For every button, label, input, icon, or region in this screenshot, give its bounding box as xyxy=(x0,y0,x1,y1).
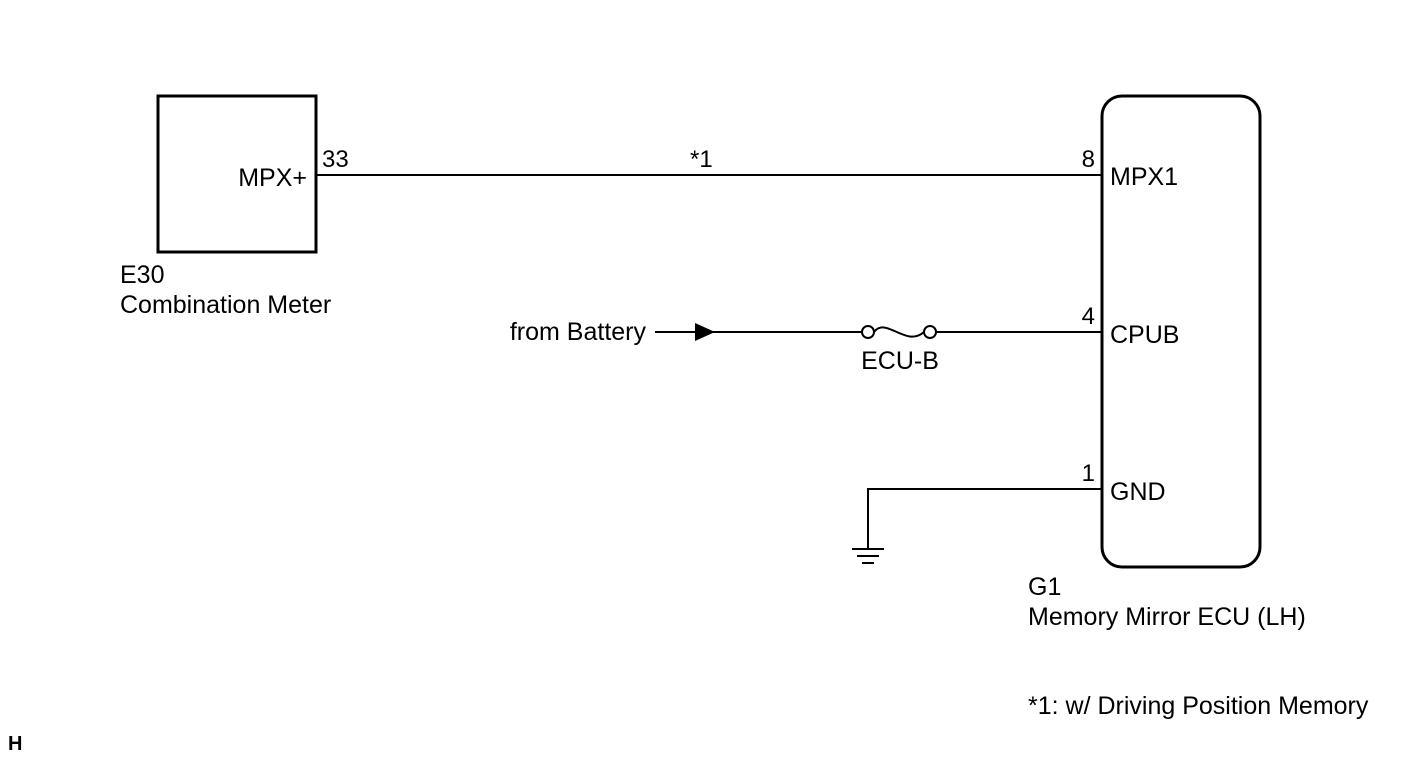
mpx-wire: *1 xyxy=(316,146,1102,176)
meter-name: Combination Meter xyxy=(120,291,331,319)
ecu-pin-cpub: 4 xyxy=(1082,303,1095,330)
corner-mark: H xyxy=(8,733,22,755)
ground-icon xyxy=(852,548,884,564)
wire-note: *1 xyxy=(690,146,713,173)
meter-code: E30 xyxy=(120,261,164,289)
ecu-pin-gnd: 1 xyxy=(1082,460,1095,487)
combination-meter: MPX+ 33 E30 Combination Meter xyxy=(120,94,349,319)
fuse-icon xyxy=(861,325,937,339)
ecu-terminal-gnd: GND xyxy=(1110,478,1166,506)
battery-circuit: from Battery ECU-B xyxy=(510,318,1102,375)
meter-terminal-label: MPX+ xyxy=(238,164,307,192)
ground-wire xyxy=(867,488,1102,548)
meter-pin-number: 33 xyxy=(322,146,349,173)
ecu-pin-mpx1: 8 xyxy=(1082,146,1095,173)
ground-circuit xyxy=(852,488,1102,564)
ecu-code: G1 xyxy=(1028,573,1061,601)
memory-mirror-ecu: 8 MPX1 4 CPUB 1 GND G1 Memory Mirror ECU… xyxy=(1028,94,1306,631)
ecu-name: Memory Mirror ECU (LH) xyxy=(1028,603,1306,631)
arrow-icon xyxy=(695,323,715,341)
footnote: *1: w/ Driving Position Memory xyxy=(1028,692,1369,720)
ecu-terminal-mpx1: MPX1 xyxy=(1110,163,1178,191)
battery-label: from Battery xyxy=(510,318,647,346)
ecu-terminal-cpub: CPUB xyxy=(1110,321,1179,349)
fuse-label: ECU-B xyxy=(861,347,939,375)
